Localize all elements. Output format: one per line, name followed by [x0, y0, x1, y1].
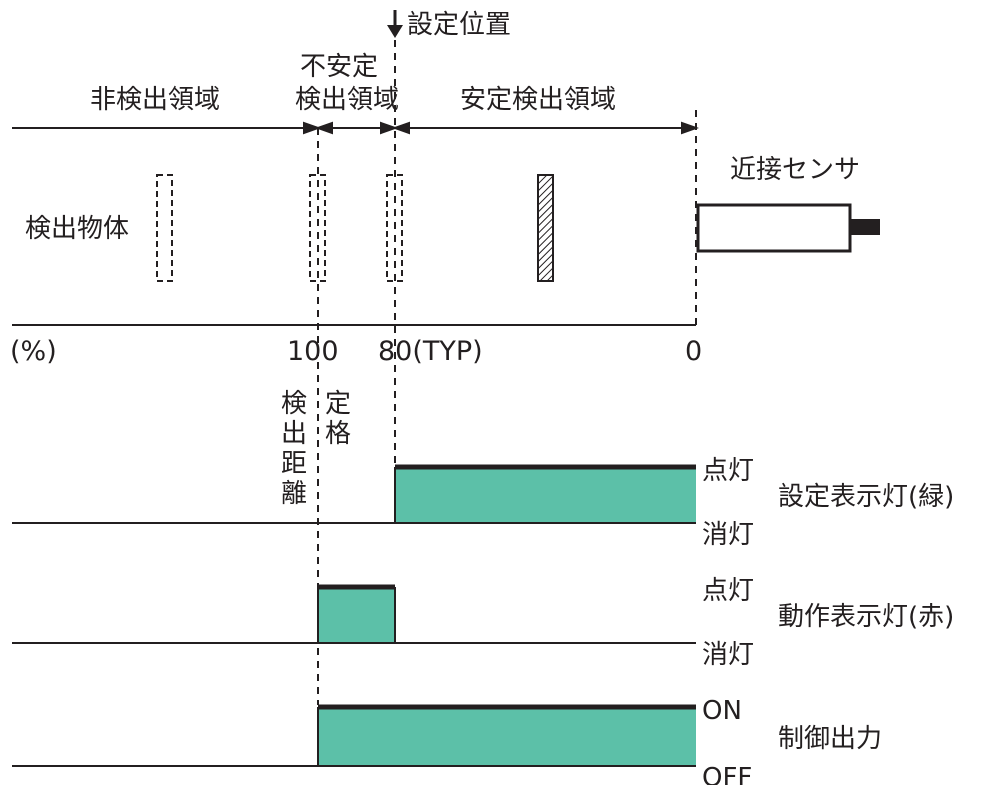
axis-unit-label: (%): [10, 336, 57, 367]
object-label: 検出物体: [25, 214, 129, 244]
signal-high-label: ON: [702, 696, 742, 726]
tick-label-0: 0: [685, 336, 702, 367]
vertical-label-char: 出: [281, 419, 307, 449]
signal-high-label: 点灯: [702, 456, 754, 486]
signal-high-fill: [318, 707, 696, 766]
rated-label: 定格: [325, 389, 351, 449]
signal-low-label: 消灯: [702, 640, 754, 670]
zone-non-detection-label: 非検出領域: [90, 85, 220, 115]
signal-name: 制御出力: [778, 724, 882, 754]
signal-low-label: OFF: [702, 763, 752, 785]
tick-label-100: 100: [287, 336, 339, 367]
set-position-label: 設定位置: [407, 10, 511, 40]
vertical-label-char: 検: [281, 389, 307, 419]
signal-low-label: 消灯: [702, 520, 754, 550]
proximity-sensor-cable: [850, 219, 880, 235]
signal-name: 動作表示灯(赤): [778, 602, 954, 632]
vertical-label-char: 定: [325, 389, 351, 419]
signal-high-fill: [395, 467, 696, 523]
object-at-100: [309, 174, 326, 282]
vertical-label-char: 格: [325, 419, 351, 449]
zone-range-line: [12, 121, 699, 135]
zone-stable-label: 安定検出領域: [460, 85, 616, 115]
signal-high-fill: [318, 587, 395, 643]
vertical-label-char: 距: [281, 449, 307, 479]
signal-name: 設定表示灯(緑): [778, 482, 954, 512]
vertical-label-char: 離: [281, 479, 307, 509]
sensor-label: 近接センサ: [730, 155, 860, 185]
set-position-arrow-head: [387, 25, 403, 38]
signal-high-label: 点灯: [702, 576, 754, 606]
zone-unstable-label-line1: 不安定: [300, 52, 378, 82]
zone-unstable-label-line2: 検出領域: [295, 85, 399, 115]
object-stable: [537, 174, 554, 282]
tick-label-80: 80(TYP): [378, 336, 483, 367]
object-non-detection: [156, 174, 173, 282]
proximity-sensor-body: [696, 203, 852, 253]
